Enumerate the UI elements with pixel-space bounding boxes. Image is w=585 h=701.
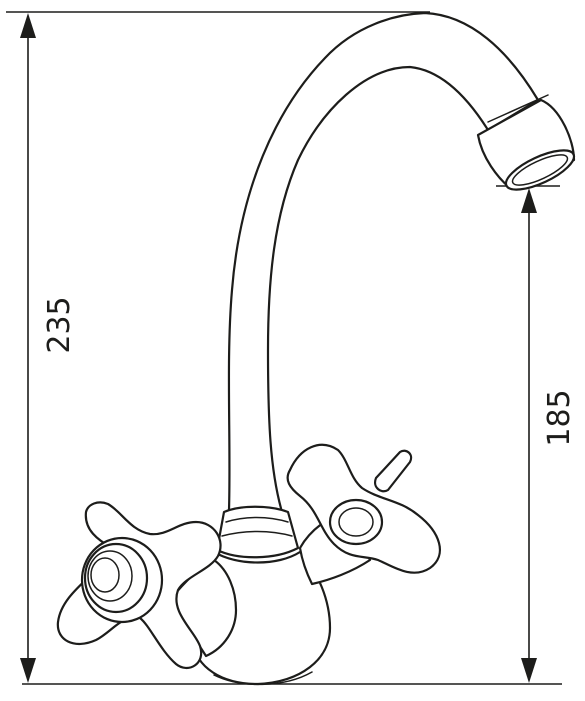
spout-collar xyxy=(215,505,300,559)
indicator-pin xyxy=(374,449,413,493)
spout-height-dimension: 185 xyxy=(521,188,577,683)
overall-height-label: 235 xyxy=(42,296,77,353)
faucet xyxy=(56,11,576,686)
overall-height-dimension: 235 xyxy=(20,13,77,683)
right-handle-hub xyxy=(328,498,384,546)
arrow-up-icon xyxy=(20,13,36,38)
arrow-down-icon xyxy=(20,658,36,683)
arrow-down-icon xyxy=(521,658,537,683)
arrow-up-icon xyxy=(521,188,537,213)
left-handle-hub xyxy=(80,536,164,624)
spout-height-label: 185 xyxy=(542,389,577,446)
base-ring xyxy=(213,671,313,686)
aerator xyxy=(476,94,576,191)
spout xyxy=(227,11,540,514)
